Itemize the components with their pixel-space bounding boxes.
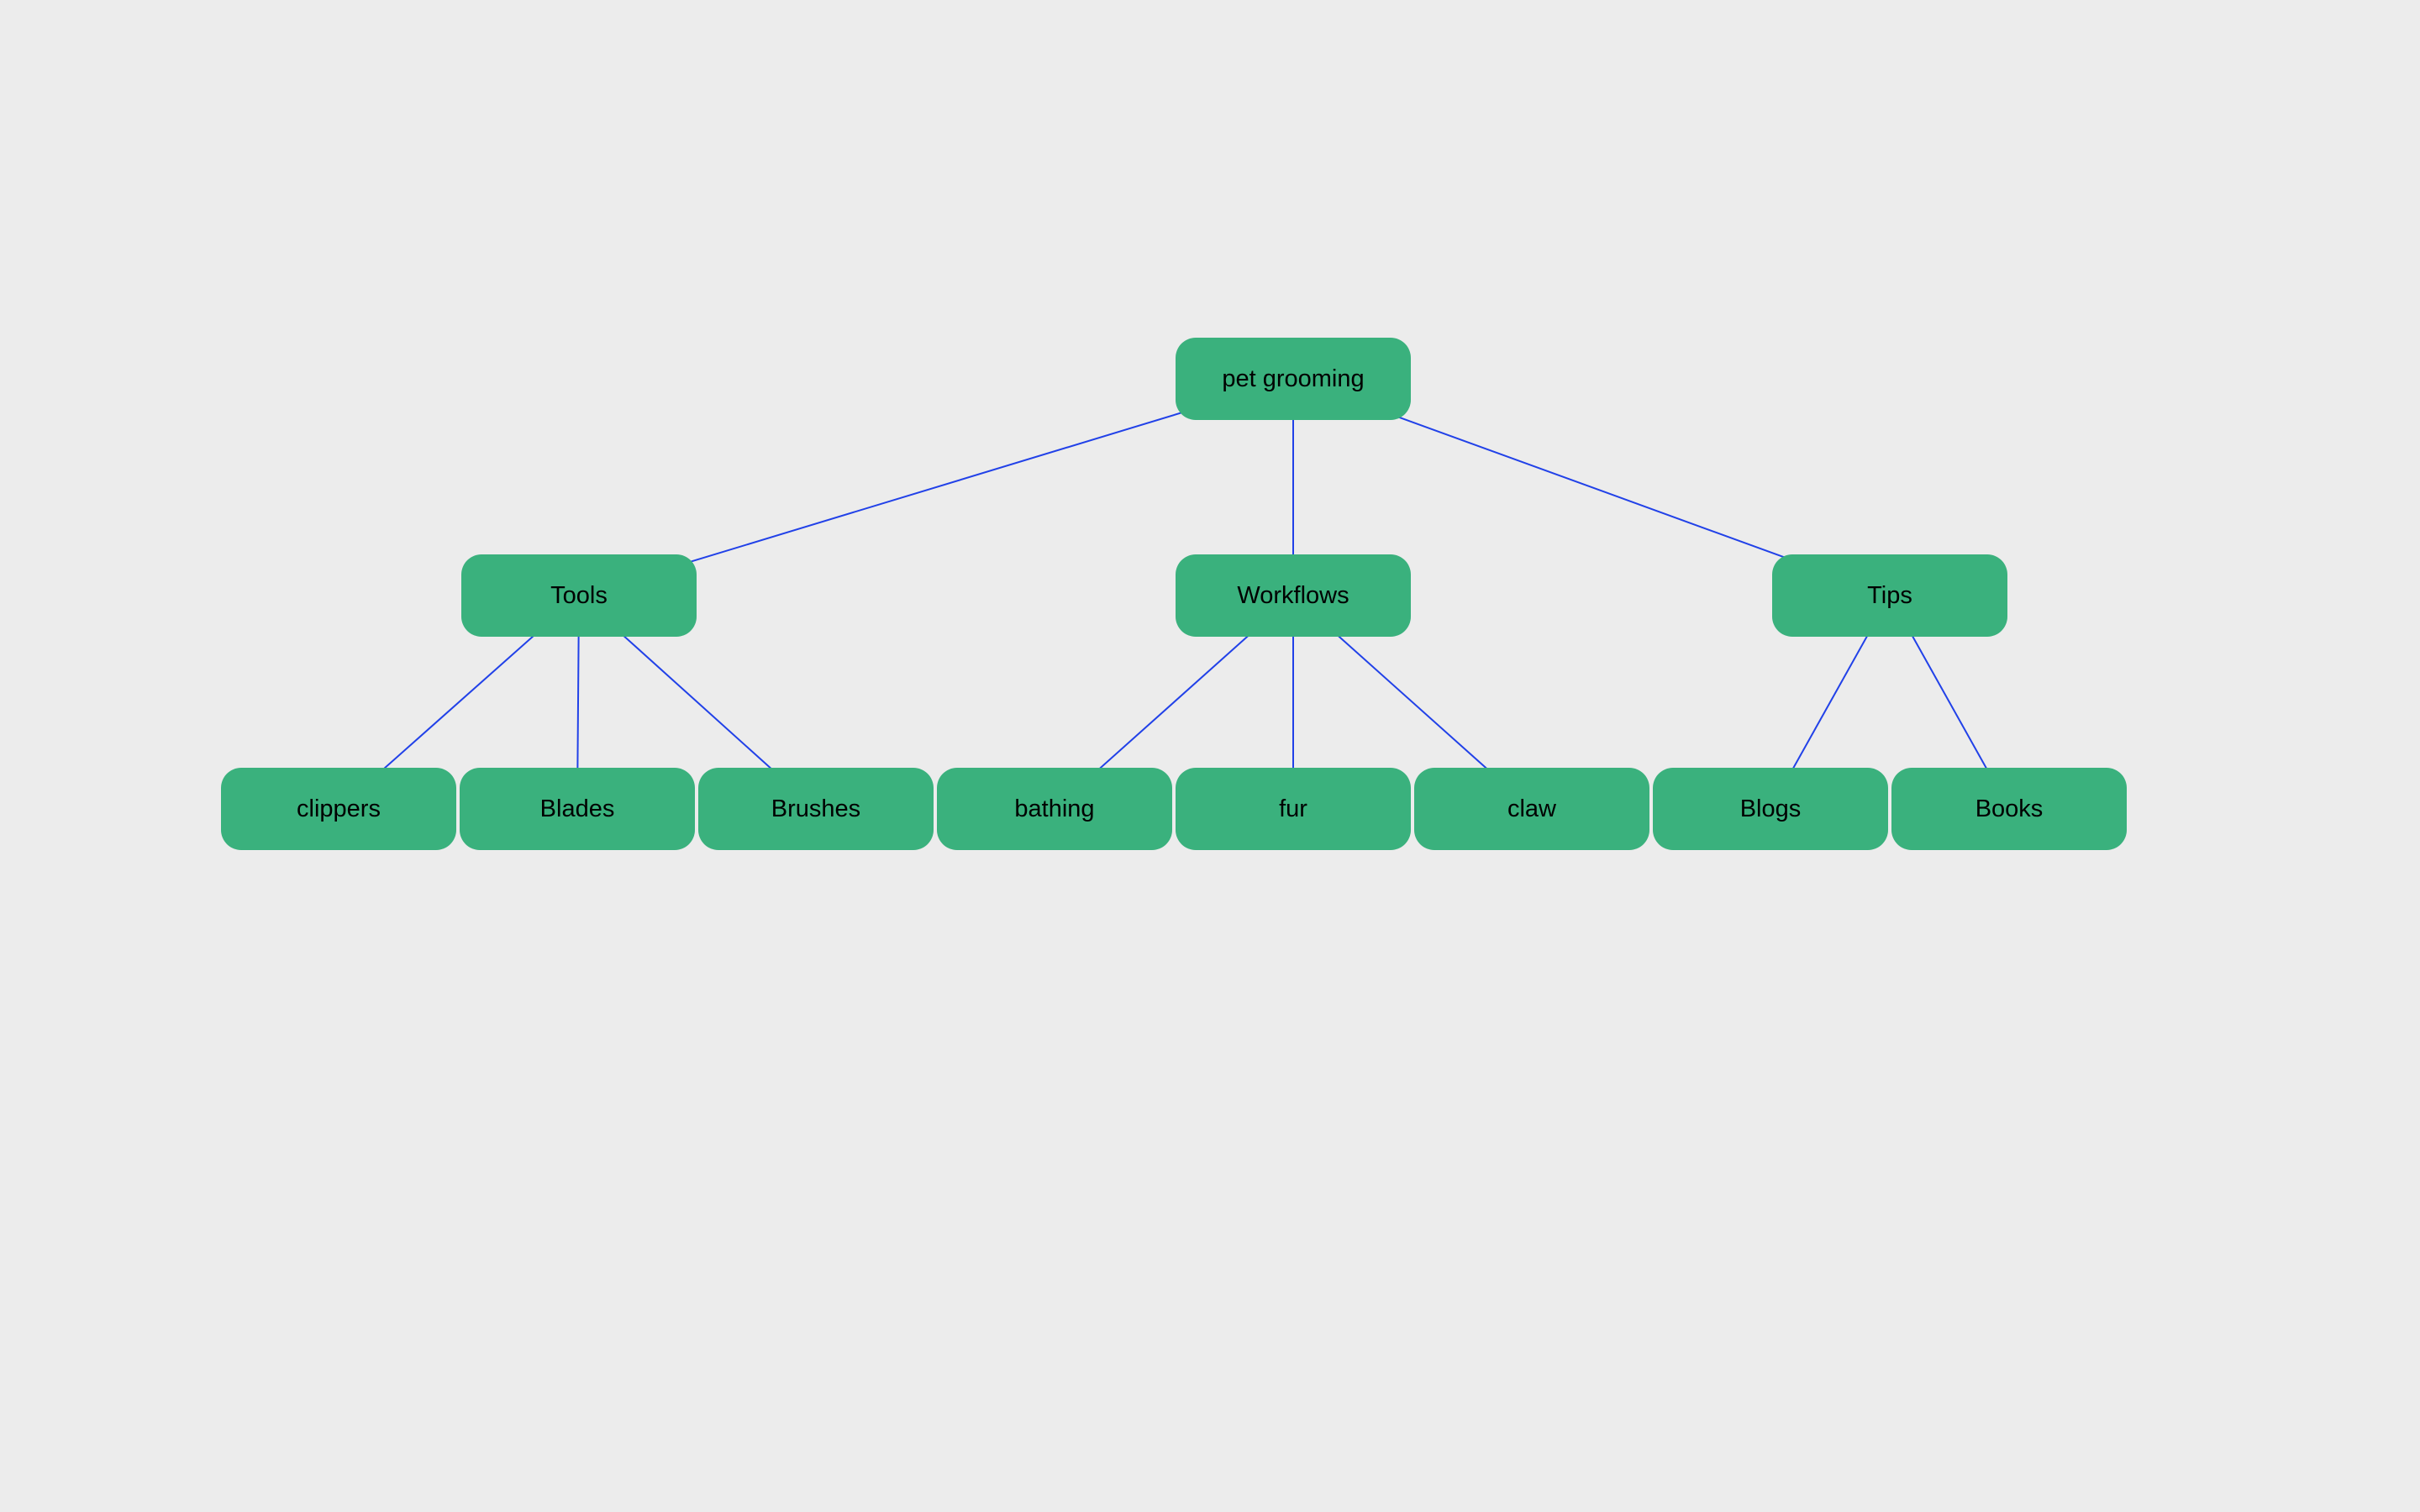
mindmap-node-blades[interactable]: Blades (460, 768, 695, 850)
mindmap-node-bathing[interactable]: bathing (937, 768, 1172, 850)
mindmap-node-tips[interactable]: Tips (1772, 554, 2007, 637)
mindmap-node-brushes[interactable]: Brushes (698, 768, 934, 850)
mindmap-node-tools[interactable]: Tools (461, 554, 697, 637)
mindmap-node-workflows[interactable]: Workflows (1176, 554, 1411, 637)
mindmap-node-clippers[interactable]: clippers (221, 768, 456, 850)
mindmap-node-blogs[interactable]: Blogs (1653, 768, 1888, 850)
mindmap-node-fur[interactable]: fur (1176, 768, 1411, 850)
mindmap-node-root[interactable]: pet grooming (1176, 338, 1411, 420)
mindmap-node-books[interactable]: Books (1891, 768, 2127, 850)
mindmap-node-claw[interactable]: claw (1414, 768, 1649, 850)
